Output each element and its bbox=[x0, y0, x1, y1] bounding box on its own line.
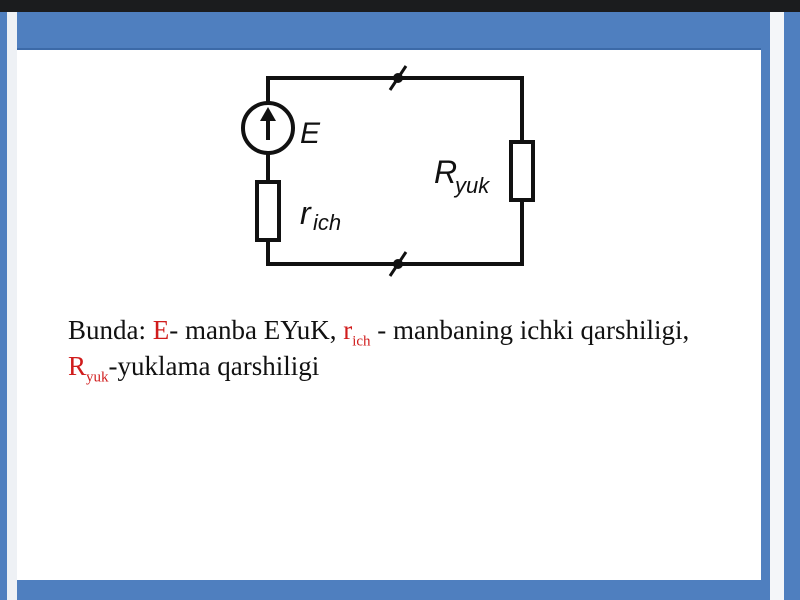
load-resistor-subscript: yuk bbox=[453, 173, 490, 198]
load-resistor-symbol bbox=[509, 140, 535, 202]
source-label: E bbox=[300, 117, 321, 150]
left-frame-border bbox=[0, 12, 7, 600]
window-top-bar bbox=[0, 0, 800, 12]
load-resistor-label: R bbox=[434, 154, 457, 190]
left-frame-edge bbox=[7, 12, 17, 600]
caption-r-symbol: rich bbox=[343, 315, 370, 349]
slide-header-rule bbox=[17, 48, 761, 50]
caption-rl-desc: -yuklama qarshiligi bbox=[108, 351, 320, 381]
slide-footer-band bbox=[17, 580, 761, 600]
caption-rl-symbol: Ryuk bbox=[68, 351, 109, 385]
caption-r-desc: - manbaning ichki qarshiligi, bbox=[370, 315, 690, 345]
terminal-bottom-slash bbox=[388, 251, 408, 277]
internal-resistor-label: r bbox=[300, 195, 312, 231]
caption-r-subscript: ich bbox=[352, 333, 371, 350]
slide-content bbox=[17, 50, 761, 580]
source-arrow-head bbox=[260, 107, 276, 121]
caption-e-symbol: E bbox=[152, 315, 170, 345]
internal-resistor-symbol bbox=[255, 180, 281, 242]
right-frame-gap bbox=[770, 12, 784, 600]
caption-rl-letter: R bbox=[68, 351, 87, 381]
right-frame-outer bbox=[784, 12, 800, 600]
caption-intro: Bunda: bbox=[68, 315, 153, 345]
caption-e-desc: - manba EYuK, bbox=[169, 315, 344, 345]
terminal-top-slash bbox=[388, 65, 408, 91]
caption-rl-subscript: yuk bbox=[86, 369, 109, 386]
caption-text: Bunda: E- manba EYuK, rich - manbaning i… bbox=[68, 312, 708, 385]
right-frame-border bbox=[761, 12, 770, 600]
internal-resistor-subscript: ich bbox=[313, 210, 341, 235]
slide-header-band bbox=[17, 12, 761, 48]
caption-r-letter: r bbox=[343, 315, 353, 345]
